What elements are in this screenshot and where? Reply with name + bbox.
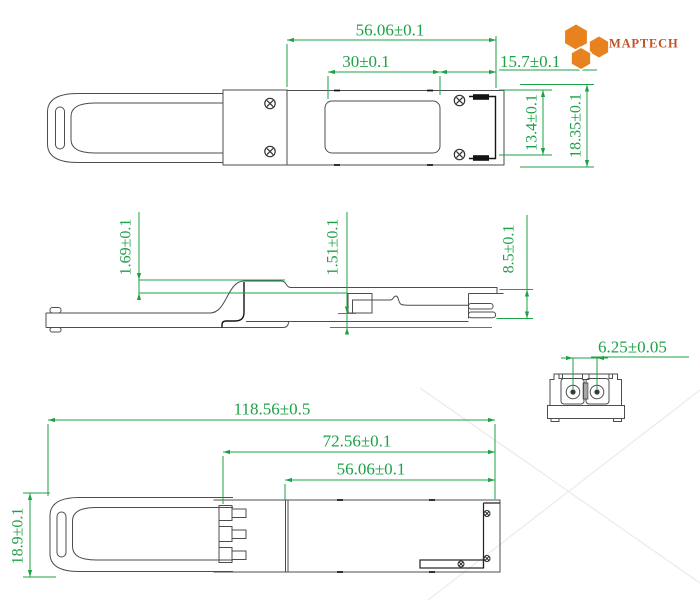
latch-tab	[231, 508, 247, 518]
pull-tab-slot	[56, 511, 67, 558]
port-divider	[582, 382, 589, 400]
section-boundary	[285, 500, 289, 572]
slider-curve	[209, 280, 245, 314]
latch-spring	[372, 295, 469, 306]
logo-hexagon-icon	[563, 22, 589, 52]
side-view-dimensions: 1.69±0.1 1.51±0.1 8.5±0.1	[118, 212, 533, 335]
pull-tab-recess	[72, 507, 233, 561]
tab-end-hook	[49, 327, 62, 333]
end-shell	[549, 373, 622, 406]
logo: MAPTECH	[563, 22, 679, 71]
dim-body-length: 56.06±0.1	[356, 21, 425, 40]
screw-icon	[453, 94, 466, 107]
latch-tab	[231, 550, 247, 560]
dim-window-length: 30±0.1	[342, 52, 390, 71]
rear-bracket	[419, 502, 500, 569]
end-view-outline	[547, 373, 625, 422]
logo-hexagon-icon	[570, 46, 592, 71]
latch-box-inner	[352, 299, 373, 314]
bottom-view-outline	[49, 497, 501, 573]
pull-tab-outline	[49, 497, 233, 572]
contact-finger	[468, 311, 496, 319]
dim-overall-length: 118.56±0.5	[234, 400, 311, 419]
shell-notch	[558, 373, 563, 379]
slider-front-edge	[221, 282, 245, 328]
contact-finger	[468, 303, 494, 310]
rear-end-profile	[468, 293, 504, 319]
latch-box	[347, 293, 373, 314]
top-view: 56.06±0.1 30±0.1 15.7±0.1 13.4±0.1 18.35…	[47, 21, 597, 168]
dim-module-height: 8.5±0.1	[501, 225, 518, 274]
emi-bracket	[469, 95, 497, 160]
end-view: 6.25±0.05	[547, 338, 689, 422]
dim-housing-length: 72.56±0.1	[323, 432, 392, 451]
bottom-view-dimensions: 118.56±0.5 72.56±0.1 56.06±0.1 18.9±0.1	[10, 400, 496, 578]
shell-notch	[608, 373, 613, 379]
slider-block	[222, 89, 288, 166]
base-foot	[550, 418, 560, 422]
screw-icon	[483, 510, 491, 517]
logo-hexagon-icon	[588, 34, 610, 60]
end-view-dimensions: 6.25±0.05	[561, 338, 689, 389]
tab-end-hook	[49, 307, 62, 314]
dim-tab-thickness: 1.51±0.1	[325, 219, 342, 276]
bracket-clip	[473, 155, 489, 161]
dim-module-width-top: 18.35±0.1	[568, 93, 585, 158]
top-view-outline	[47, 89, 505, 166]
end-base	[547, 405, 625, 419]
label-window	[324, 100, 441, 154]
edge-ticks	[334, 89, 433, 166]
screw-icon	[483, 555, 491, 562]
side-view: 1.69±0.1 1.51±0.1 8.5±0.1	[45, 212, 533, 335]
latch-tab	[218, 526, 233, 542]
dim-nose-length: 15.7±0.1	[500, 52, 560, 71]
screw-icon	[453, 148, 466, 161]
dim-module-width-bottom: 18.9±0.1	[10, 508, 27, 565]
side-view-outline	[45, 280, 504, 333]
bracket-clip	[473, 94, 489, 100]
dim-screw-span: 13.4±0.1	[524, 94, 541, 151]
screw-icon	[457, 560, 465, 568]
body-top-profile	[244, 280, 498, 294]
top-view-dimensions: 56.06±0.1 30±0.1 15.7±0.1 13.4±0.1 18.35…	[286, 21, 597, 168]
dim-body-length-bottom: 56.06±0.1	[337, 460, 406, 479]
dim-tab-step: 1.69±0.1	[118, 219, 135, 276]
tab-plate-end	[232, 321, 289, 328]
center-tab	[582, 373, 590, 380]
module-body	[213, 499, 501, 573]
pull-tab-slot	[55, 106, 65, 150]
edge-ticks	[337, 499, 435, 573]
bottom-view: 118.56±0.5 72.56±0.1 56.06±0.1 18.9±0.1	[10, 400, 501, 578]
pull-tab-recess	[70, 102, 232, 154]
latch-tab	[231, 529, 247, 539]
screw-icon	[264, 97, 276, 110]
module-body	[287, 90, 505, 166]
logo-brand-text: MAPTECH	[609, 37, 679, 51]
pull-tab-outline	[47, 93, 232, 163]
pull-tab-profile	[45, 312, 232, 328]
dim-port-pitch: 6.25±0.05	[598, 338, 667, 357]
screw-icon	[264, 145, 276, 158]
base-foot	[613, 418, 622, 422]
